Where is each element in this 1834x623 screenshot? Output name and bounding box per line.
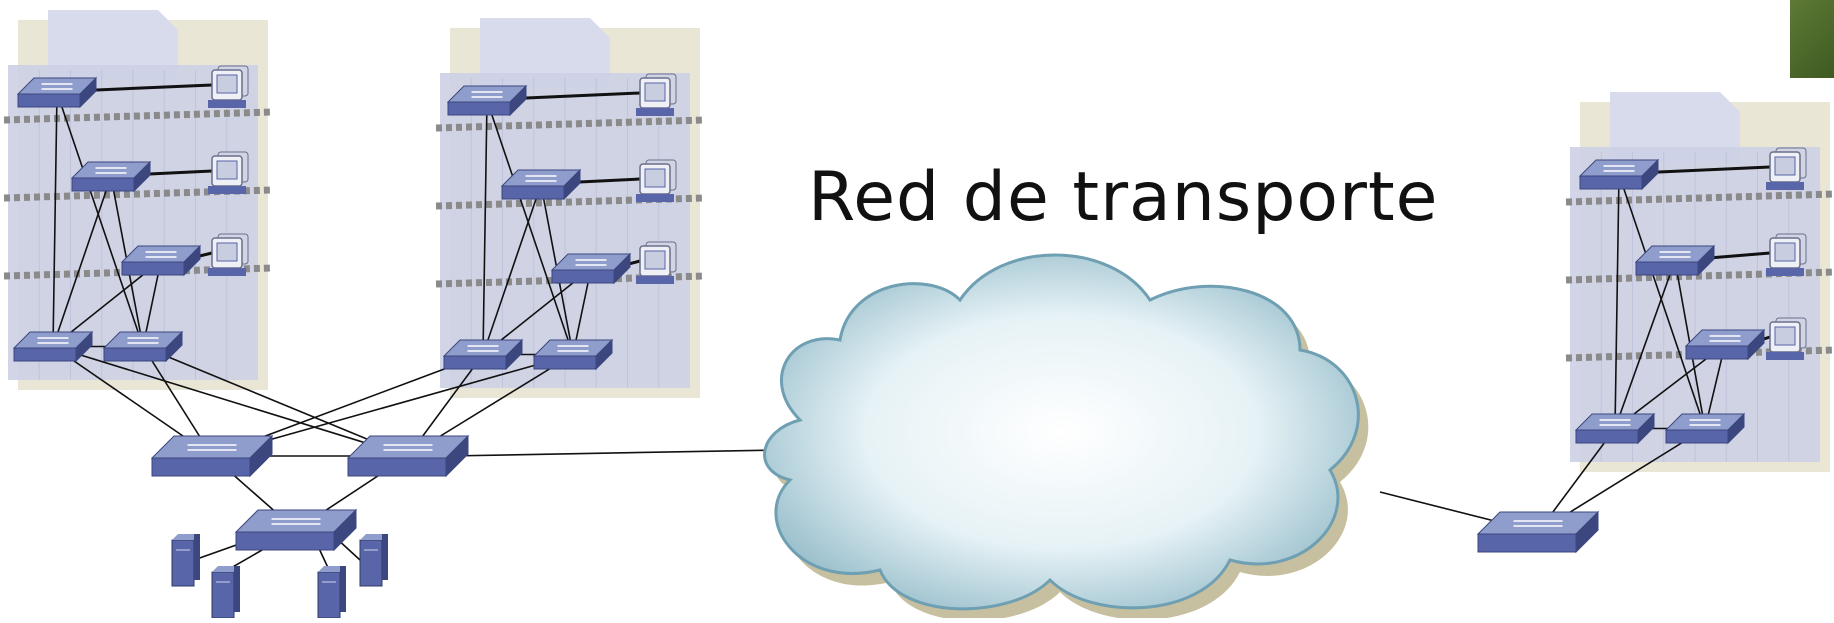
switch-server-farm	[234, 508, 358, 552]
link-a-2	[52, 176, 112, 347]
workstation-5	[636, 241, 677, 284]
link-pc-6	[1646, 165, 1771, 174]
link-pc-3	[514, 91, 641, 100]
switch-a-floor3	[120, 244, 202, 277]
switch-c-dist2	[1664, 412, 1746, 445]
link-c-1	[1618, 174, 1706, 429]
link-a-0	[52, 92, 58, 347]
server-1	[171, 534, 200, 587]
workstation-7	[1766, 233, 1807, 276]
cloud-label: Red de transporte	[808, 158, 1439, 237]
workstation-1	[208, 151, 249, 194]
switch-b-floor2	[500, 168, 582, 201]
workstation-8	[1766, 317, 1807, 360]
link-pc-4	[568, 177, 641, 184]
cloud-icon	[763, 253, 1369, 621]
switch-b-floor3	[550, 252, 632, 285]
switch-c-floor1	[1578, 158, 1660, 191]
cloud-layer	[763, 253, 1369, 621]
link-b-0	[482, 100, 488, 355]
link-c-2	[1614, 260, 1676, 429]
switch-a-dist1	[12, 330, 94, 363]
link-core-3	[142, 345, 409, 457]
link-a-1	[56, 92, 144, 347]
switch-b-floor1	[446, 84, 528, 117]
switch-c-floor3	[1684, 328, 1766, 361]
link-c-0	[1614, 174, 1620, 429]
switch-a-dist2	[102, 330, 184, 363]
link-core-to-cloud	[447, 449, 779, 457]
workstation-2	[208, 233, 249, 276]
switch-core-left	[150, 434, 274, 478]
server-4	[359, 534, 388, 587]
corner-tab	[1790, 0, 1834, 78]
server-2	[211, 566, 240, 619]
switch-core-right	[346, 434, 470, 478]
switch-remote-edge	[1476, 510, 1600, 554]
switch-c-floor2	[1634, 244, 1716, 277]
link-pc-1	[138, 169, 213, 176]
buildings-layer	[3, 10, 1834, 472]
link-core-2	[52, 345, 409, 457]
server-3	[317, 566, 346, 619]
switch-a-floor2	[70, 160, 152, 193]
building-middle	[435, 18, 705, 398]
link-b-2	[482, 184, 542, 355]
switch-b-dist1	[442, 338, 524, 371]
workstation-0	[208, 65, 249, 108]
link-b-1	[486, 100, 574, 355]
link-pc-0	[84, 83, 213, 92]
switch-a-floor1	[16, 76, 98, 109]
workstation-6	[1766, 147, 1807, 190]
devices-layer	[12, 65, 1807, 619]
workstation-3	[636, 73, 677, 116]
switch-c-dist1	[1574, 412, 1656, 445]
workstation-4	[636, 159, 677, 202]
switch-b-dist2	[532, 338, 614, 371]
